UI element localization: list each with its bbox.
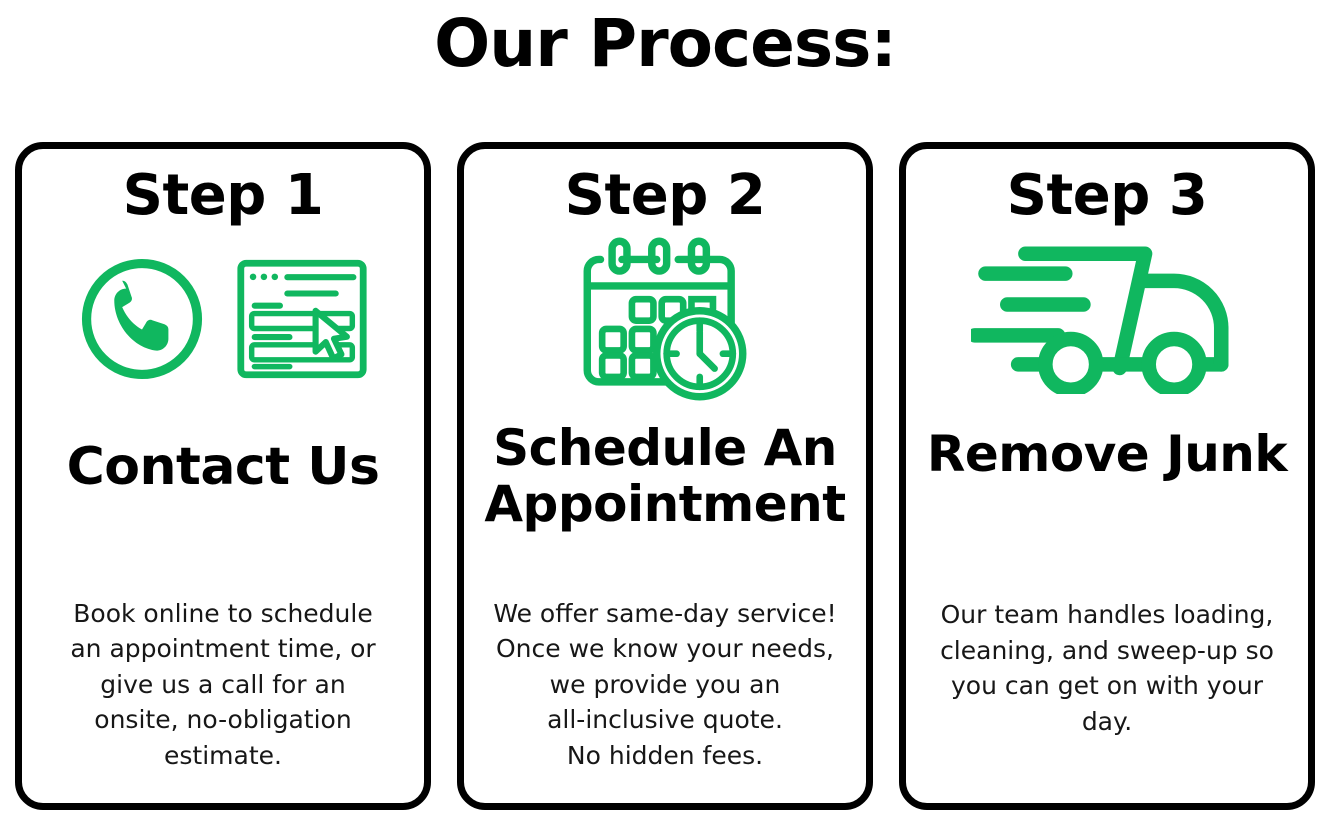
step-1-body: Book online to schedule an appointment t… <box>70 598 376 770</box>
steps-container: Step 1 <box>15 142 1315 810</box>
step-3-icons <box>971 234 1243 404</box>
step-1-icons <box>76 234 370 404</box>
calendar-clock-icon <box>579 235 751 403</box>
step-3-heading: Remove Junk <box>926 424 1288 483</box>
phone-circle-icon <box>76 253 208 385</box>
step-3-label: Step 3 <box>1006 163 1208 228</box>
delivery-truck-icon <box>971 244 1243 394</box>
step-1-heading: Contact Us <box>66 436 380 497</box>
step-card-1: Step 1 <box>15 142 431 810</box>
step-2-heading: Schedule An Appointment <box>484 418 846 533</box>
step-3-body: Our team handles loading, cleaning, and … <box>940 600 1274 736</box>
browser-window-cursor-icon <box>234 251 370 387</box>
page-title: Our Process: <box>434 5 897 82</box>
step-1-label: Step 1 <box>122 163 324 228</box>
step-card-3: Step 3 <box>899 142 1315 810</box>
step-card-2: Step 2 <box>457 142 873 810</box>
step-2-body: We offer same-day service! Once we know … <box>493 598 837 770</box>
step-2-icons <box>579 234 751 404</box>
step-2-label: Step 2 <box>564 163 766 228</box>
